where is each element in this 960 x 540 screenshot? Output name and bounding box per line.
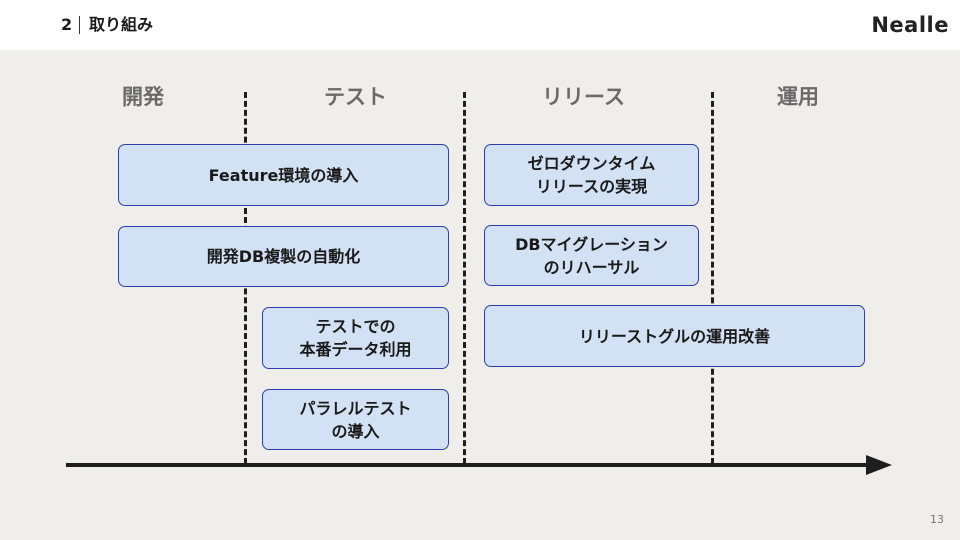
phase-label-release: リリース	[542, 85, 625, 109]
initiative-release-toggle-improvement: リリーストグルの運用改善	[484, 305, 865, 367]
phase-divider	[711, 92, 714, 464]
phase-label-development: 開発	[122, 85, 164, 109]
section-number: 2	[61, 15, 73, 34]
header-bar: 2 取り組み Nealle	[0, 0, 960, 50]
initiative-feature-environment: Feature環境の導入	[118, 144, 449, 206]
initiative-dev-db-copy-automation: 開発DB複製の自動化	[118, 226, 449, 287]
brand-logo: Nealle	[871, 13, 949, 37]
page-number: 13	[930, 513, 944, 526]
section-separator	[79, 16, 80, 34]
section-title: 取り組み	[89, 15, 154, 34]
phase-label-operation: 運用	[777, 85, 819, 109]
timeline-arrow	[66, 455, 892, 475]
initiative-zero-downtime-release: ゼロダウンタイム リリースの実現	[484, 144, 699, 206]
phase-divider	[463, 92, 466, 464]
initiative-db-migration-rehearsal: DBマイグレーション のリハーサル	[484, 225, 699, 286]
phase-label-test: テスト	[324, 85, 387, 109]
initiative-parallel-testing: パラレルテスト の導入	[262, 389, 449, 450]
initiative-production-data-testing: テストでの 本番データ利用	[262, 307, 449, 369]
